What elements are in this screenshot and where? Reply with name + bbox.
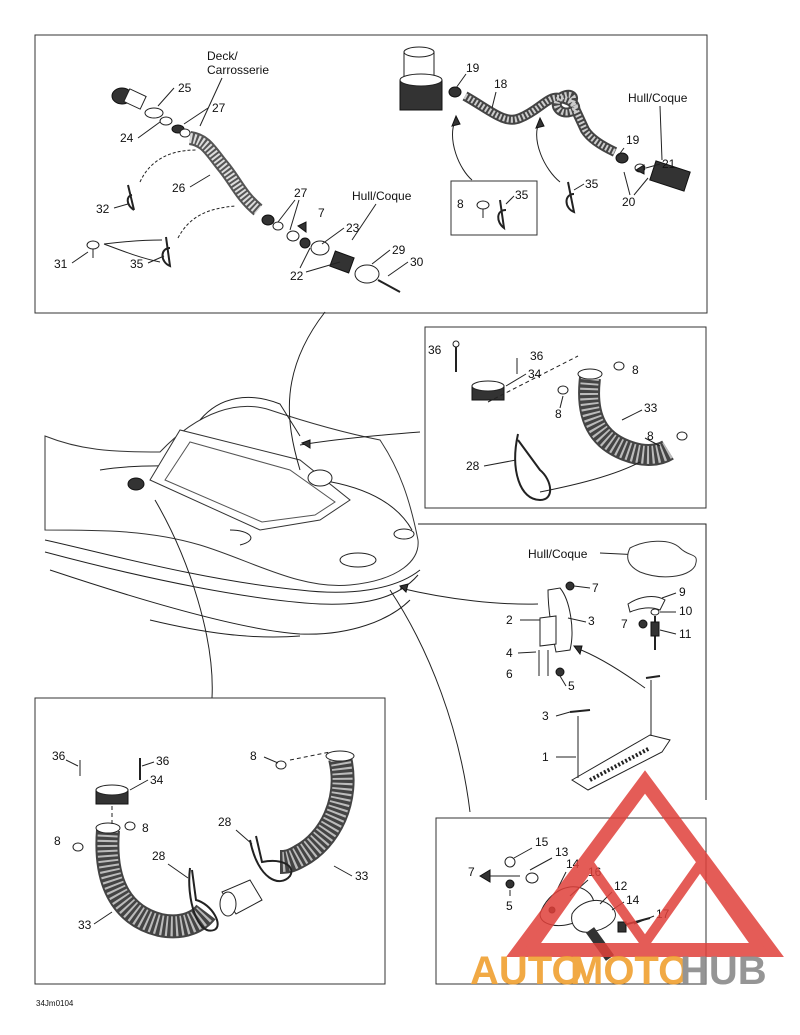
svg-text:7: 7 — [592, 581, 599, 595]
svg-text:28: 28 — [152, 849, 166, 863]
svg-text:36: 36 — [530, 349, 544, 363]
svg-text:23: 23 — [346, 221, 360, 235]
svg-text:7: 7 — [318, 206, 325, 220]
caption-hull-left: Hull/Coque — [352, 189, 412, 203]
svg-text:20: 20 — [622, 195, 636, 209]
svg-text:35: 35 — [130, 257, 144, 271]
svg-text:26: 26 — [172, 181, 186, 195]
vent-hose-26 — [188, 131, 263, 216]
inset-parts — [476, 199, 507, 231]
svg-text:28: 28 — [466, 459, 480, 473]
svg-text:33: 33 — [644, 401, 658, 415]
bilge-pump — [399, 46, 462, 111]
svg-text:4: 4 — [506, 646, 513, 660]
svg-text:28: 28 — [218, 815, 232, 829]
svg-text:6: 6 — [506, 667, 513, 681]
svg-text:AUTO: AUTO — [470, 949, 583, 993]
bracket-2-3 — [538, 581, 575, 677]
svg-text:19: 19 — [626, 133, 640, 147]
svg-text:31: 31 — [54, 257, 68, 271]
svg-text:11: 11 — [679, 627, 692, 641]
svg-text:8: 8 — [142, 821, 149, 835]
caption-carrosserie: Carrosserie — [207, 63, 269, 77]
svg-text:5: 5 — [506, 899, 513, 913]
callouts-top-left: 25 27 24 26 32 27 7 23 31 35 22 29 30 — [54, 81, 424, 283]
clamp-32 — [126, 184, 135, 211]
figure-code: 34Jm0104 — [36, 999, 74, 1008]
hull-cutout — [627, 540, 697, 578]
tow-eye-parts — [627, 596, 666, 650]
svg-text:5: 5 — [568, 679, 575, 693]
callouts-top-right: 19 18 19 21 8 35 35 20 — [455, 61, 676, 211]
svg-text:33: 33 — [355, 869, 369, 883]
svg-text:19: 19 — [466, 61, 480, 75]
svg-text:3: 3 — [588, 614, 595, 628]
outlet-fitting — [615, 152, 691, 192]
screws-8-mid — [557, 361, 688, 441]
caption-deck: Deck/ — [207, 49, 238, 63]
svg-text:10: 10 — [679, 604, 693, 618]
svg-text:14: 14 — [626, 893, 640, 907]
vent-cap-34 — [452, 340, 518, 401]
callouts-bottom-left: 36 36 34 8 8 8 28 28 33 33 — [52, 749, 369, 932]
screw-31 — [86, 240, 100, 258]
caption-hull-top-right: Hull/Coque — [628, 91, 688, 105]
svg-text:34: 34 — [150, 773, 164, 787]
svg-text:8: 8 — [250, 749, 257, 763]
svg-text:33: 33 — [78, 918, 92, 932]
handle-1 — [569, 675, 671, 791]
svg-text:27: 27 — [212, 101, 226, 115]
panel-mid-right — [424, 326, 707, 509]
svg-text:8: 8 — [555, 407, 562, 421]
hull-fitting — [261, 214, 401, 293]
clamp-35-right — [565, 181, 576, 214]
svg-text:9: 9 — [679, 585, 686, 599]
svg-text:7: 7 — [621, 617, 628, 631]
svg-text:8: 8 — [647, 429, 654, 443]
svg-text:30: 30 — [410, 255, 424, 269]
svg-text:35: 35 — [515, 188, 529, 202]
svg-text:24: 24 — [120, 131, 134, 145]
vent-cap-34-bottom — [79, 758, 141, 805]
svg-text:12: 12 — [614, 879, 628, 893]
svg-text:34: 34 — [528, 367, 542, 381]
svg-text:3: 3 — [542, 709, 549, 723]
panel-right-frame — [418, 523, 707, 800]
svg-text:13: 13 — [555, 845, 569, 859]
svg-text:35: 35 — [585, 177, 599, 191]
svg-text:21: 21 — [662, 157, 676, 171]
svg-text:1: 1 — [542, 750, 549, 764]
svg-text:22: 22 — [290, 269, 304, 283]
svg-text:HUB: HUB — [680, 949, 767, 993]
watermark-text: AUTO MOTO HUB — [470, 949, 767, 993]
watercraft-hull — [44, 397, 421, 638]
svg-text:8: 8 — [54, 834, 61, 848]
clamps-28-bottom — [188, 835, 293, 932]
svg-text:8: 8 — [457, 197, 464, 211]
svg-text:7: 7 — [468, 865, 475, 879]
svg-text:29: 29 — [392, 243, 406, 257]
caption-hull-right: Hull/Coque — [528, 547, 588, 561]
svg-text:MOTO: MOTO — [570, 949, 689, 993]
connector-tube — [219, 879, 263, 917]
callouts-right: 7 9 10 2 3 7 11 4 6 5 3 1 — [506, 581, 693, 764]
svg-text:8: 8 — [632, 363, 639, 377]
svg-text:25: 25 — [178, 81, 192, 95]
svg-text:2: 2 — [506, 613, 513, 627]
svg-text:36: 36 — [52, 749, 66, 763]
panel-top-inset — [450, 180, 538, 236]
clamp-28-mid — [514, 433, 552, 502]
svg-text:36: 36 — [156, 754, 170, 768]
svg-text:36: 36 — [428, 343, 442, 357]
callouts-mid-right: 36 36 34 8 8 33 8 28 — [428, 343, 661, 473]
svg-text:32: 32 — [96, 202, 110, 216]
svg-text:27: 27 — [294, 186, 308, 200]
watermark-logo — [506, 770, 784, 957]
svg-text:18: 18 — [494, 77, 508, 91]
svg-text:15: 15 — [535, 835, 549, 849]
deck-fitting — [111, 87, 191, 138]
screws-8-bottom — [72, 760, 287, 852]
